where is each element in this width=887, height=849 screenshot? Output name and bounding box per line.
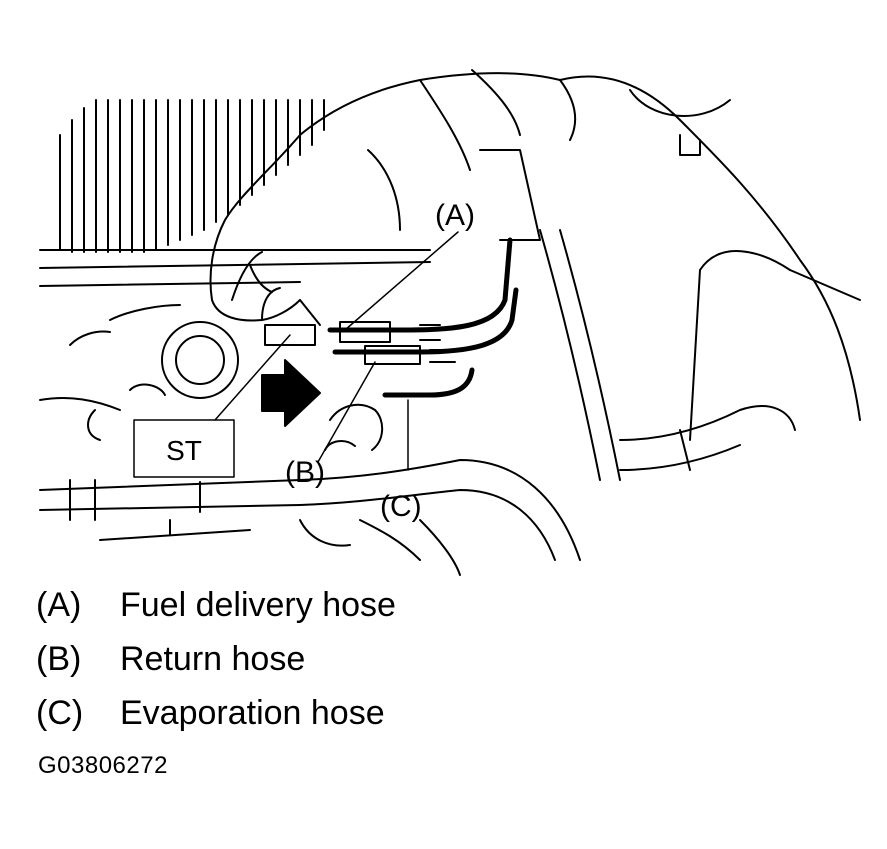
callout-b: (B) bbox=[285, 456, 325, 489]
radiator-fins bbox=[39, 99, 431, 287]
legend-key: (C) bbox=[36, 693, 84, 732]
legend-text: Fuel delivery hose bbox=[120, 585, 396, 624]
legend-row-a: (A) Fuel delivery hose bbox=[36, 578, 396, 632]
legend-key: (A) bbox=[36, 585, 82, 624]
callout-c: (C) bbox=[380, 490, 422, 523]
leader-lines bbox=[214, 231, 459, 471]
legend-key: (B) bbox=[36, 639, 82, 678]
callout-a: (A) bbox=[435, 199, 475, 232]
tool-box bbox=[133, 419, 235, 478]
tool-box-label: ST bbox=[166, 435, 202, 466]
legend-text: Return hose bbox=[120, 639, 306, 678]
legend-text: Evaporation hose bbox=[120, 693, 385, 732]
fuel-hoses bbox=[264, 237, 519, 398]
legend: (A) Fuel delivery hose (B) Return hose (… bbox=[36, 578, 396, 740]
direction-arrow bbox=[261, 359, 321, 427]
figure-id: G03806272 bbox=[38, 752, 168, 779]
legend-row-b: (B) Return hose bbox=[36, 632, 396, 686]
lower-harness bbox=[39, 459, 581, 576]
engine-bay-illustration: (A) (B) (C) ST bbox=[39, 69, 861, 576]
hand bbox=[209, 69, 577, 326]
legend-row-c: (C) Evaporation hose bbox=[36, 686, 396, 740]
right-components bbox=[479, 75, 861, 481]
engine-housing bbox=[39, 304, 384, 451]
